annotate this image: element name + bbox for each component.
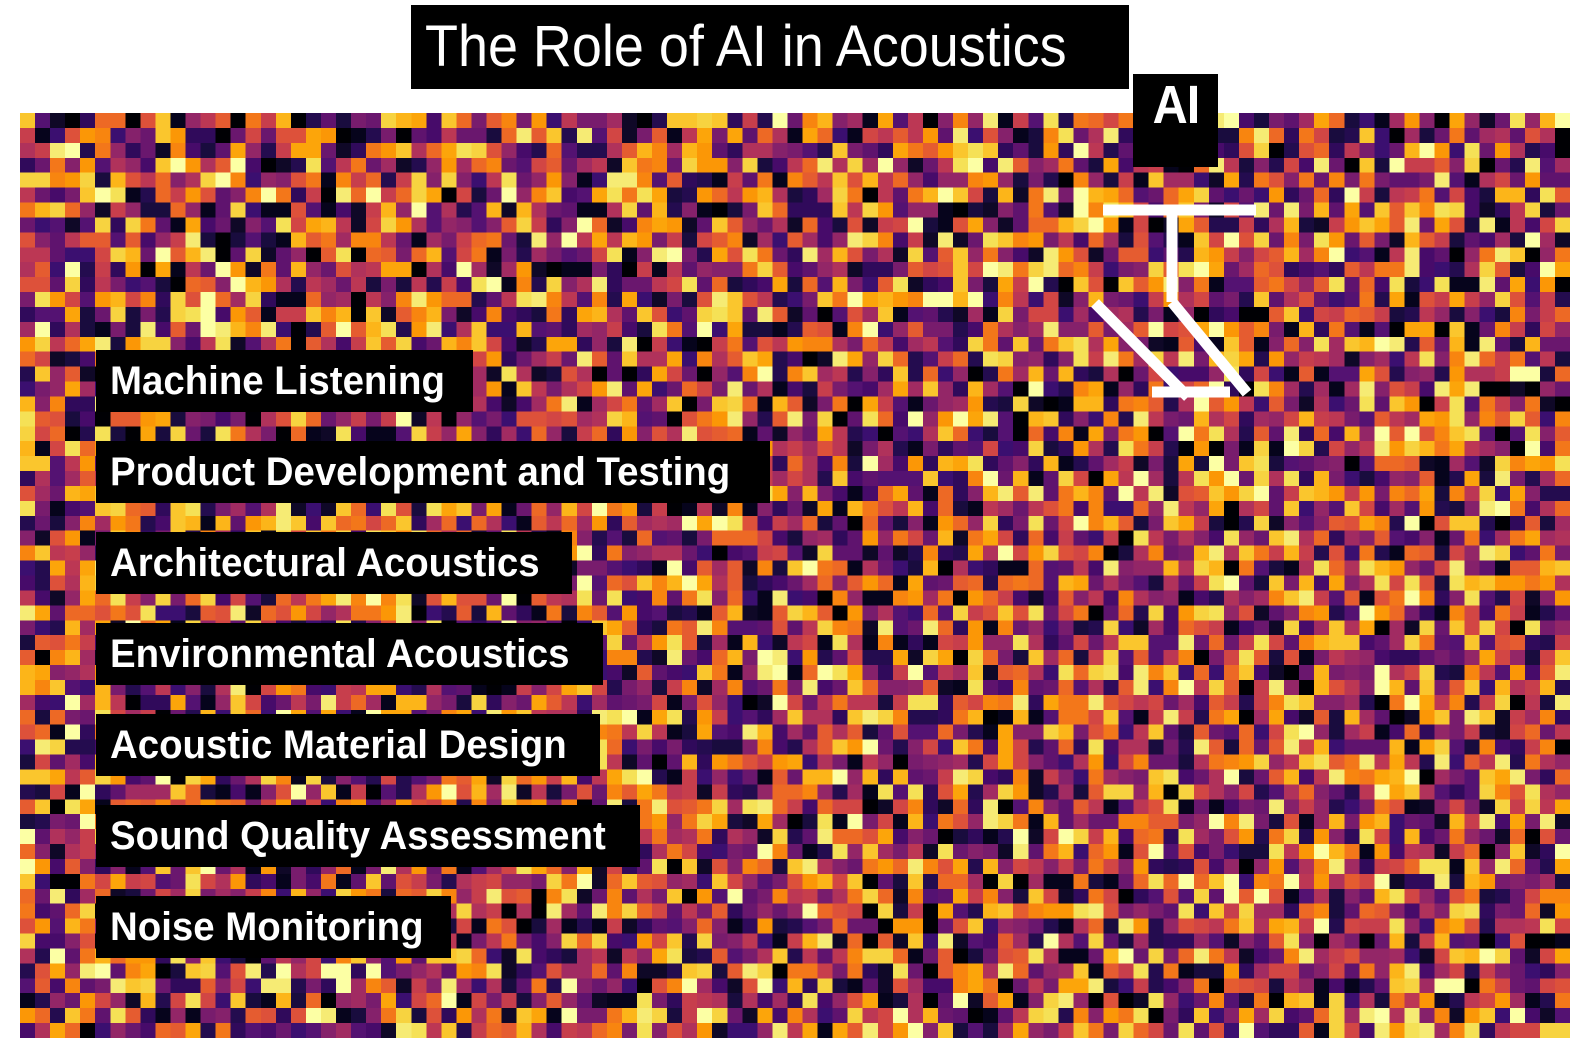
page-title: The Role of AI in Acoustics xyxy=(411,5,1129,89)
topic-label-text: Noise Monitoring xyxy=(110,905,424,949)
topic-label-text: Environmental Acoustics xyxy=(110,632,570,676)
topic-label-3: Architectural Acoustics xyxy=(96,532,572,594)
topic-label-1: Machine Listening xyxy=(96,350,473,412)
topic-label-2: Product Development and Testing xyxy=(96,441,770,503)
topic-label-text: Architectural Acoustics xyxy=(110,541,540,585)
topic-label-text: Machine Listening xyxy=(110,359,445,403)
topic-label-5: Acoustic Material Design xyxy=(96,714,600,776)
topic-label-6: Sound Quality Assessment xyxy=(96,805,641,867)
ai-badge-label: AI xyxy=(1152,75,1200,135)
topic-label-text: Sound Quality Assessment xyxy=(110,814,606,858)
ai-badge: AI xyxy=(1133,74,1218,167)
topic-label-text: Acoustic Material Design xyxy=(110,723,567,767)
topic-label-text: Product Development and Testing xyxy=(110,450,731,494)
page-title-text: The Role of AI in Acoustics xyxy=(425,14,1067,79)
topic-label-4: Environmental Acoustics xyxy=(96,623,603,685)
topic-label-7: Noise Monitoring xyxy=(96,896,451,958)
